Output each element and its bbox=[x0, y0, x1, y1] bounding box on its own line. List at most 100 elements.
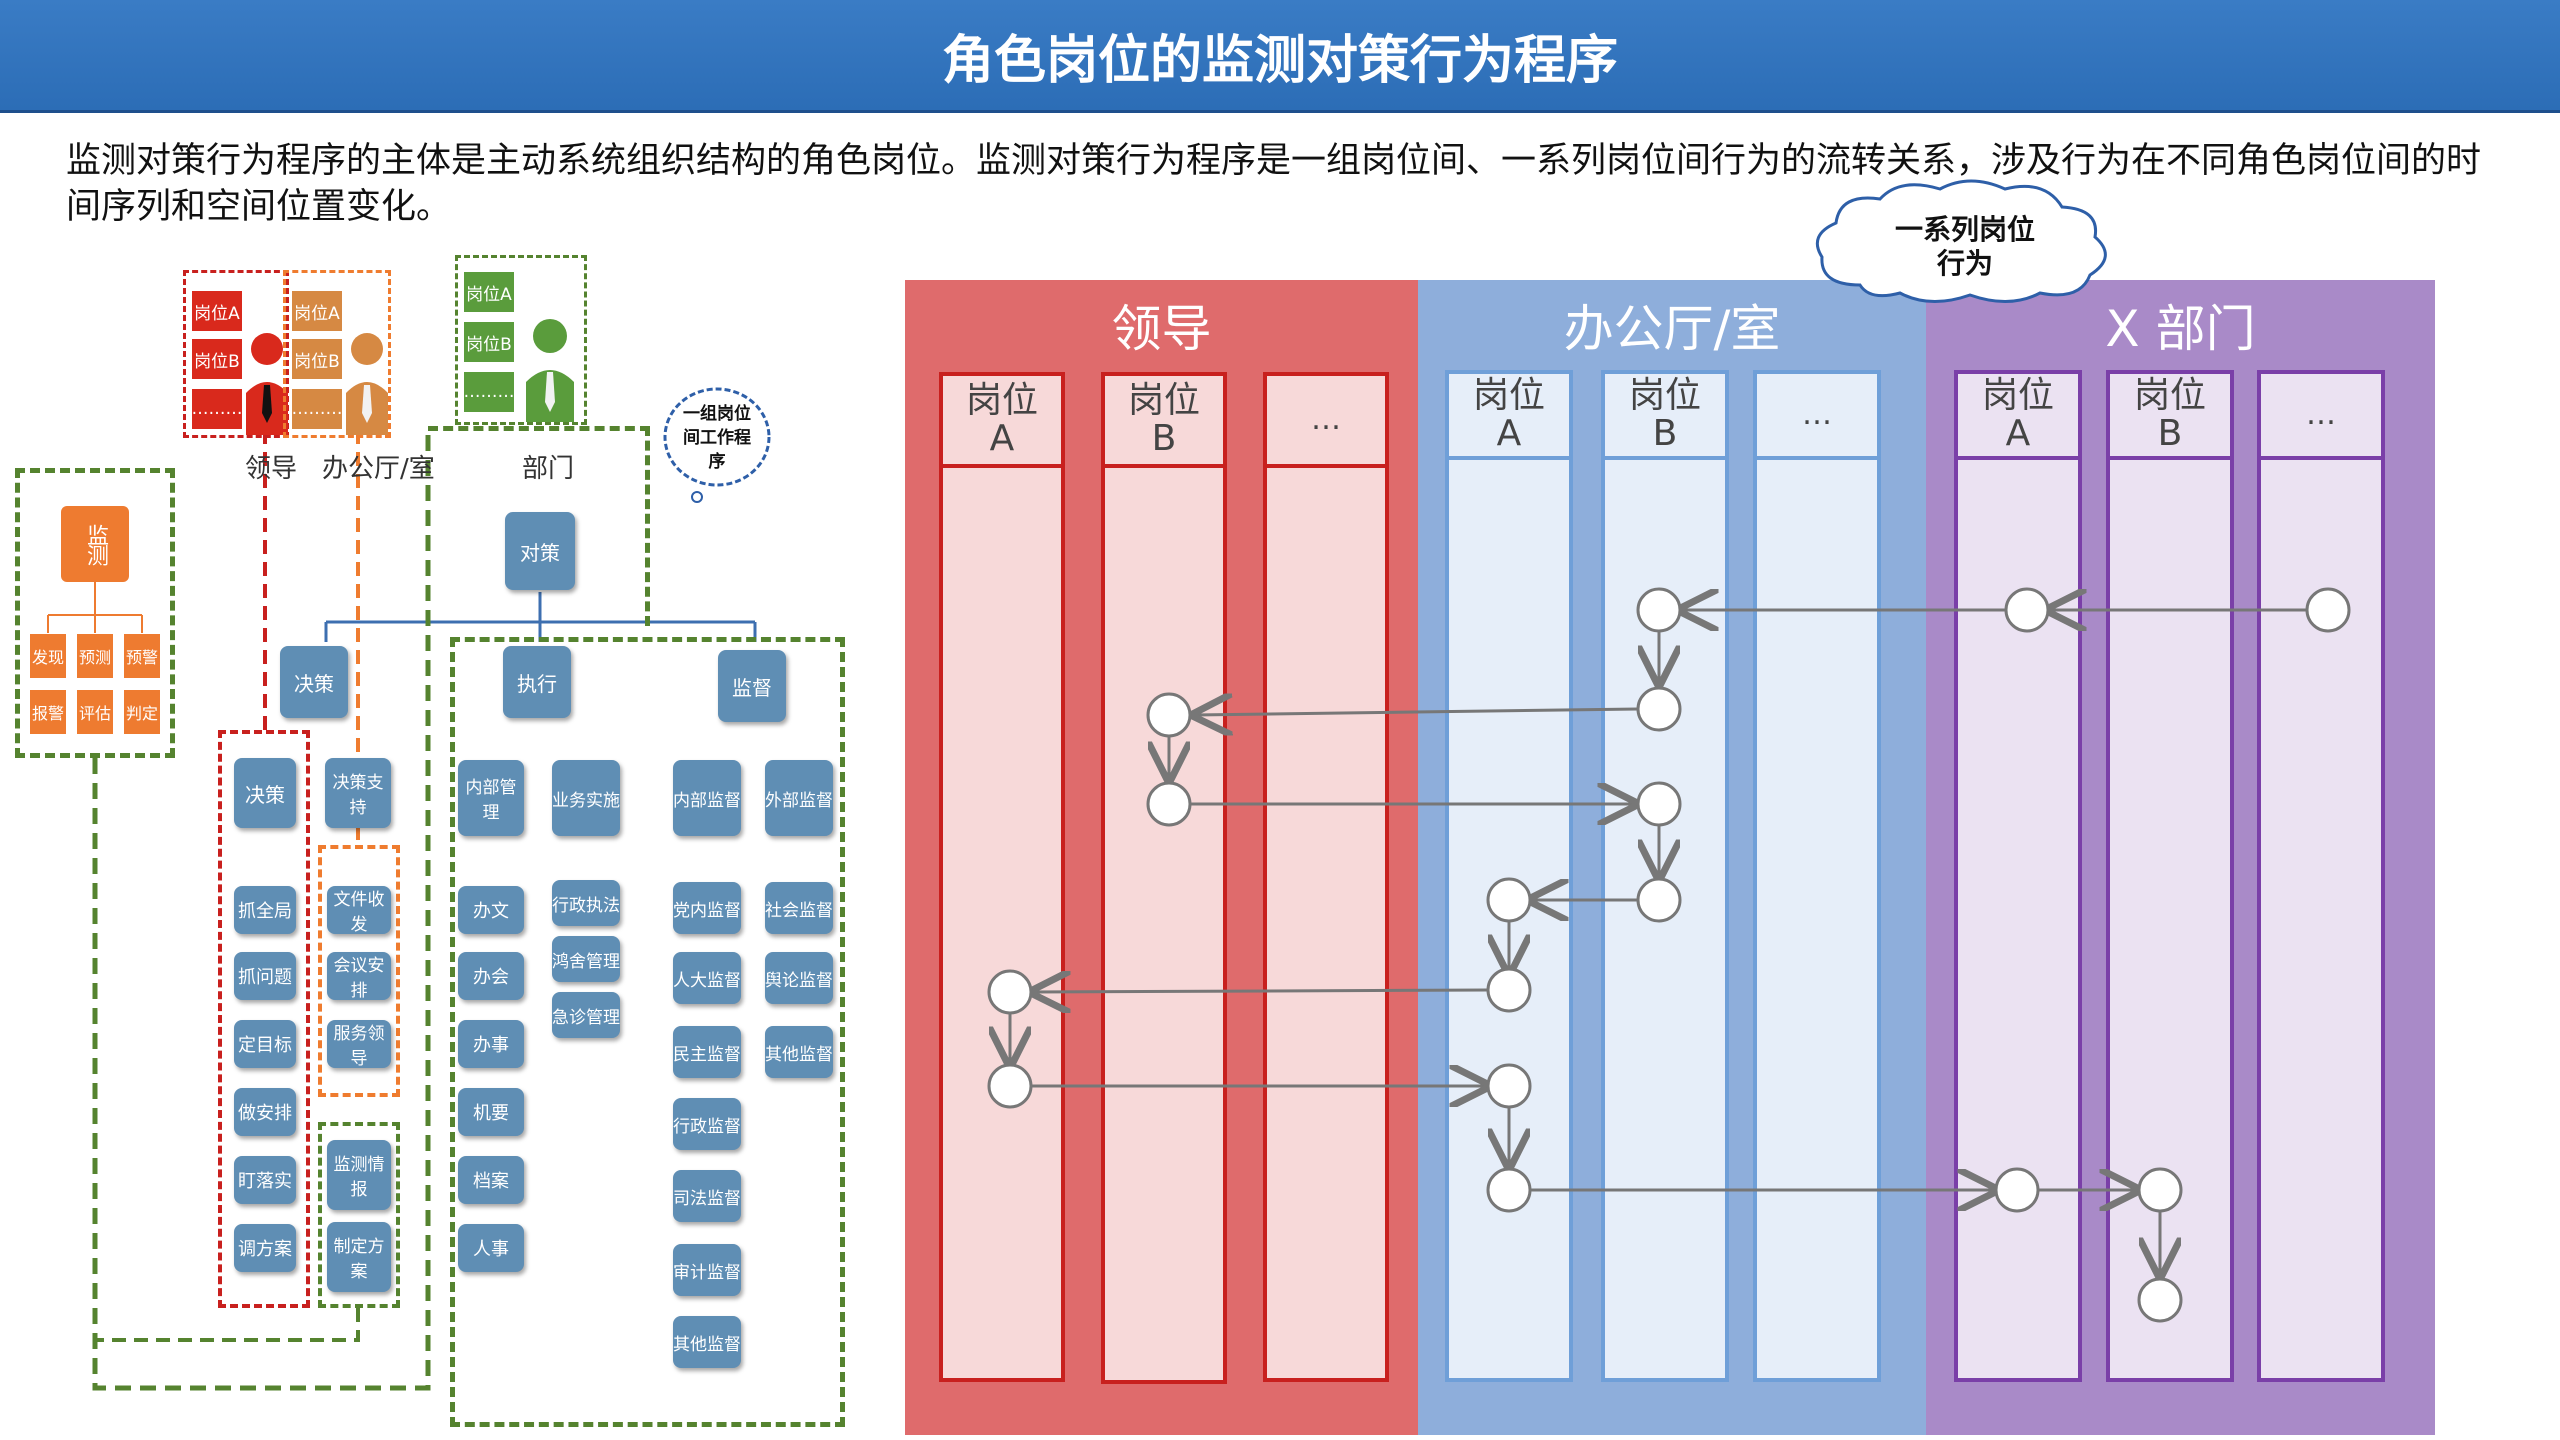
post-header: 岗位 B bbox=[1105, 376, 1223, 468]
flow-node bbox=[2137, 1277, 2183, 1323]
monitor-item: 评估 bbox=[77, 690, 113, 734]
flow-node bbox=[1636, 587, 1682, 633]
post-column: 岗位 A bbox=[1445, 370, 1573, 1382]
dept-post-tag: ……… bbox=[464, 372, 515, 412]
workflow-bubble-text: 一组岗位间工作程序 bbox=[683, 404, 751, 472]
flow-diagram bbox=[987, 587, 2351, 1323]
internal-mgmt-item: 办事 bbox=[458, 1020, 524, 1068]
internal-sup-item: 民主监督 bbox=[673, 1026, 741, 1078]
office-post-tag: 岗位A bbox=[292, 291, 342, 331]
post-header: … bbox=[2261, 374, 2381, 460]
support-group2-outline bbox=[318, 1122, 400, 1308]
lane-title-xdept: X 部门 bbox=[2105, 300, 2256, 358]
internal-sup-item: 审计监督 bbox=[673, 1244, 741, 1296]
dept-post-tag: 岗位B bbox=[464, 322, 514, 362]
duice-node: 对策 bbox=[505, 512, 575, 590]
internal-sup-item: 党内监督 bbox=[673, 882, 741, 934]
monitor-item: 判定 bbox=[124, 690, 160, 734]
support-item: 文件收发 bbox=[327, 886, 391, 935]
post-column: … bbox=[1263, 372, 1389, 1382]
internal-sup-item: 人大监督 bbox=[673, 952, 741, 1004]
flow-node bbox=[987, 969, 1033, 1015]
internal-mgmt-title: 内部管理 bbox=[458, 760, 524, 836]
monitor-item: 预警 bbox=[124, 634, 160, 678]
flow-node bbox=[1486, 1063, 1532, 1109]
support-group1-outline bbox=[318, 845, 400, 1097]
flow-node bbox=[1486, 877, 1532, 923]
internal-mgmt-item: 档案 bbox=[458, 1156, 524, 1204]
flow-node bbox=[1486, 967, 1532, 1013]
post-header: 岗位 B bbox=[1605, 374, 1725, 460]
zhixing-node: 执行 bbox=[503, 646, 571, 718]
monitor-group-outline bbox=[15, 468, 175, 758]
decision-item: 抓全局 bbox=[234, 886, 296, 934]
org-chart: 岗位A 岗位B ……… 领导 岗位A 岗位B ……… 办公厅/室 岗位A 岗位B… bbox=[0, 250, 880, 1440]
monitor-item: 预测 bbox=[77, 634, 113, 678]
flow-node bbox=[1146, 781, 1192, 827]
office-post-tag: ……… bbox=[292, 389, 343, 429]
leader-post-tag: 岗位A bbox=[192, 291, 242, 331]
post-header: 岗位 A bbox=[1449, 374, 1569, 460]
juece-node: 决策 bbox=[280, 646, 348, 718]
business-item: 行政执法 bbox=[552, 880, 620, 926]
flow-node bbox=[1486, 1167, 1532, 1213]
decision-col-outline bbox=[218, 730, 310, 1308]
post-column: … bbox=[1753, 370, 1881, 1382]
decision-item: 做安排 bbox=[234, 1088, 296, 1136]
lane-title-office: 办公厅/室 bbox=[1563, 300, 1781, 358]
support-item: 服务领导 bbox=[327, 1020, 391, 1069]
flow-node bbox=[1636, 877, 1682, 923]
org-connectors bbox=[47, 428, 757, 1391]
dept-group-outline bbox=[428, 426, 650, 431]
post-column: 岗位 A bbox=[939, 372, 1065, 1382]
post-header: 岗位 A bbox=[1958, 374, 2078, 460]
business-item: 鸿舍管理 bbox=[552, 936, 620, 982]
internal-sup-item: 其他监督 bbox=[673, 1316, 741, 1368]
monitor-node: 监测 bbox=[61, 506, 129, 582]
business-item: 急诊管理 bbox=[552, 992, 620, 1038]
internal-mgmt-item: 办文 bbox=[458, 886, 524, 934]
external-sup-item: 社会监督 bbox=[765, 882, 833, 934]
support-item: 会议安排 bbox=[327, 952, 391, 1001]
post-column: 岗位 B bbox=[1101, 372, 1227, 1384]
post-header: 岗位 A bbox=[943, 376, 1061, 468]
decision-item: 调方案 bbox=[234, 1224, 296, 1272]
intro-text: 监测对策行为程序的主体是主动系统组织结构的角色岗位。监测对策行为程序是一组岗位间… bbox=[66, 141, 2482, 227]
office-post-tag: 岗位B bbox=[292, 339, 342, 379]
internal-sup-title: 内部监督 bbox=[673, 760, 741, 836]
office-label: 办公厅/室 bbox=[322, 454, 435, 484]
flow-node bbox=[2137, 1167, 2183, 1213]
flow-node bbox=[987, 1063, 1033, 1109]
post-column: … bbox=[2257, 370, 2385, 1382]
flow-node bbox=[1636, 686, 1682, 732]
monitor-item: 报警 bbox=[30, 690, 66, 734]
internal-mgmt-item: 办会 bbox=[458, 952, 524, 1000]
support-item: 监测情报 bbox=[327, 1140, 391, 1210]
flow-node bbox=[1994, 1167, 2040, 1213]
dept-person-card: 岗位A 岗位B ……… bbox=[455, 255, 587, 425]
support-item: 制定方案 bbox=[327, 1222, 391, 1292]
post-column: 岗位 A bbox=[1954, 370, 2082, 1382]
post-header: … bbox=[1267, 376, 1385, 468]
decision-item: 定目标 bbox=[234, 1020, 296, 1068]
dept-group-outline-right bbox=[645, 426, 650, 626]
decision-col-title: 决策 bbox=[234, 758, 296, 828]
jiandu-node: 监督 bbox=[718, 650, 786, 722]
dept-label: 部门 bbox=[522, 454, 575, 484]
decision-item: 盯落实 bbox=[234, 1156, 296, 1204]
office-person-card: 岗位A 岗位B ……… bbox=[283, 270, 391, 438]
flow-node bbox=[2004, 587, 2050, 633]
workflow-bubble bbox=[663, 387, 771, 503]
internal-mgmt-item: 机要 bbox=[458, 1088, 524, 1136]
internal-sup-item: 行政监督 bbox=[673, 1098, 741, 1150]
decision-item: 抓问题 bbox=[234, 952, 296, 1000]
external-sup-item: 其他监督 bbox=[765, 1026, 833, 1078]
internal-sup-item: 司法监督 bbox=[673, 1170, 741, 1222]
flow-arrow bbox=[1032, 990, 1489, 992]
monitor-item: 发现 bbox=[30, 634, 66, 678]
leader-post-tag: ……… bbox=[192, 389, 243, 429]
internal-mgmt-item: 人事 bbox=[458, 1224, 524, 1272]
post-header: … bbox=[1757, 374, 1877, 460]
series-cloud-text: 一系列岗位 行为 bbox=[1860, 213, 2070, 281]
flow-arrow bbox=[1194, 709, 1639, 715]
